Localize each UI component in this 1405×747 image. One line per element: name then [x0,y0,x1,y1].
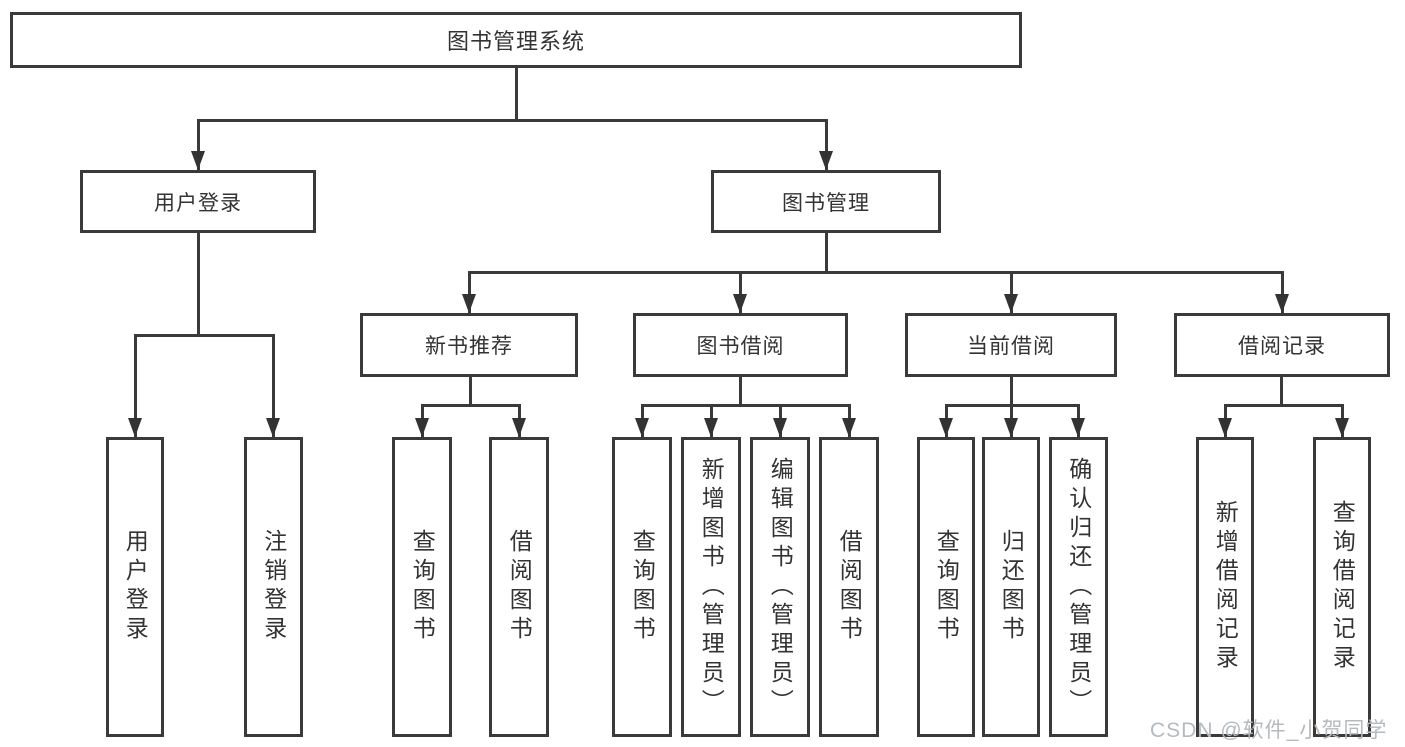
connector-line [468,271,1283,274]
node-library-management-system: 图书管理系统 [10,12,1022,68]
connector-line [515,68,518,120]
leaf-borrow-book-recommend: 借阅图书 [489,437,549,737]
connector-line [197,233,200,335]
connector-line [1280,377,1283,406]
connector-line [134,334,275,337]
arrow-down-icon [512,418,526,437]
arrow-down-icon [1004,294,1018,313]
connector-line [1224,404,1343,407]
arrow-down-icon [462,294,476,313]
arrow-down-icon [819,151,833,170]
connector-line [197,119,828,122]
leaf-return-book: 归还图书 [982,437,1040,737]
connector-line [197,119,200,170]
node-user-login: 用户登录 [80,170,316,233]
node-current-borrow: 当前借阅 [905,313,1117,377]
arrow-down-icon [266,418,280,437]
leaf-borrow-book: 借阅图书 [819,437,879,737]
leaf-query-books-borrow: 查询图书 [612,437,672,737]
arrow-down-icon [1004,418,1018,437]
arrow-down-icon [1275,294,1289,313]
arrow-down-icon [635,418,649,437]
arrow-down-icon [128,418,142,437]
arrow-down-icon [733,294,747,313]
connector-line [1010,271,1013,313]
arrow-down-icon [939,418,953,437]
connector-line [1281,271,1284,313]
node-new-book-recommend: 新书推荐 [360,313,578,377]
arrow-down-icon [1335,418,1349,437]
arrow-down-icon [773,418,787,437]
leaf-add-book-admin: 新增图书（管理员） [681,437,741,737]
leaf-query-books-recommend: 查询图书 [392,437,452,737]
arrow-down-icon [1218,418,1232,437]
csdn-watermark: CSDN @软件_小贺同学 [1150,719,1388,742]
leaf-confirm-return-admin: 确认归还（管理员） [1049,437,1108,737]
node-book-borrow: 图书借阅 [633,313,848,377]
connector-line [469,377,472,406]
leaf-query-books-current: 查询图书 [917,437,975,737]
leaf-logout: 注销登录 [244,437,303,737]
connector-line [1010,377,1013,406]
connector-line [134,334,137,437]
leaf-query-borrow-record: 查询借阅记录 [1313,437,1371,737]
connector-line [825,119,828,170]
connector-line [468,271,471,313]
connector-line [641,404,850,407]
arrow-down-icon [415,418,429,437]
node-borrow-records: 借阅记录 [1174,313,1390,377]
connector-line [825,233,828,273]
arrow-down-icon [191,151,205,170]
connector-line [421,404,520,407]
connector-line [739,271,742,313]
leaf-user-login: 用户登录 [106,437,164,737]
arrow-down-icon [704,418,718,437]
leaf-add-borrow-record: 新增借阅记录 [1196,437,1254,737]
arrow-down-icon [842,418,856,437]
arrow-down-icon [1071,418,1085,437]
leaf-edit-book-admin: 编辑图书（管理员） [750,437,810,737]
connector-line [739,377,742,406]
node-book-management: 图书管理 [711,170,941,233]
connector-line [272,334,275,437]
